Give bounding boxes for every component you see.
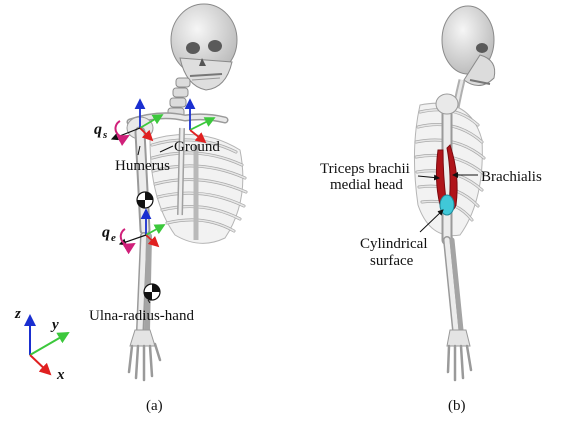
axis-label-x: x bbox=[56, 367, 65, 383]
label-q: q bbox=[94, 121, 102, 138]
caption-b: (b) bbox=[448, 398, 466, 414]
label-humerus: Humerus bbox=[115, 158, 170, 174]
skeleton-side-view bbox=[414, 6, 494, 380]
axis-label-z: z bbox=[14, 306, 21, 322]
label-ground: Ground bbox=[174, 139, 220, 155]
label-triceps-line1: Triceps brachii bbox=[320, 161, 410, 177]
skull-b bbox=[442, 6, 495, 86]
hand-b bbox=[447, 330, 471, 380]
label-q: q bbox=[102, 224, 110, 241]
hand-a bbox=[129, 330, 160, 380]
axis-label-y: y bbox=[50, 317, 59, 333]
label-q-e-sub: e bbox=[111, 232, 116, 244]
cervical-spine-a bbox=[168, 78, 190, 117]
com-marker-humerus bbox=[137, 192, 153, 208]
label-cylindrical: Cylindrical bbox=[360, 236, 428, 252]
axes-triad bbox=[30, 316, 68, 374]
label-surface: surface bbox=[370, 253, 414, 269]
label-ulna-radius-hand: Ulna-radius-hand bbox=[89, 308, 194, 324]
caption-a: (a) bbox=[146, 398, 163, 414]
skull-a bbox=[171, 4, 237, 90]
label-triceps-line2: medial head bbox=[330, 177, 403, 193]
label-q-s-sub: s bbox=[102, 129, 107, 141]
com-marker-ulna bbox=[144, 284, 160, 300]
label-brachialis: Brachialis bbox=[481, 169, 542, 185]
wrapping-cylinder bbox=[440, 195, 454, 215]
